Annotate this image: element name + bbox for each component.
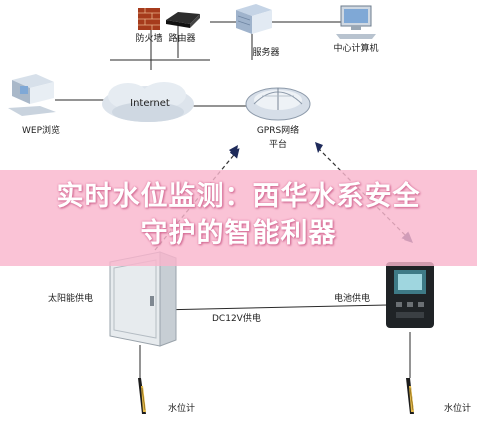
router-label: 路由器	[168, 34, 196, 44]
dc12v-label: DC12V供电	[212, 314, 261, 324]
solar-cabinet-icon	[109, 251, 177, 347]
gauge-right-label: 水位计	[444, 404, 472, 414]
gprs-label-line2: 平台	[268, 140, 288, 150]
gprs-dish-icon	[245, 87, 311, 121]
gprs-label-line1: GPRS网络	[256, 126, 300, 136]
banner-title-line1: 实时水位监测：西华水系安全	[56, 181, 421, 212]
server-label: 服务器	[252, 48, 280, 58]
water-gauge-left-icon	[138, 378, 146, 414]
router-icon	[166, 12, 200, 28]
battery-logger-icon	[386, 262, 434, 328]
wep-label: WEP浏览	[22, 126, 61, 136]
firewall-label: 防火墙	[135, 34, 163, 44]
title-banner	[0, 170, 477, 266]
internet-label: Internet	[130, 98, 170, 109]
battery-label: 电池供电	[334, 294, 371, 304]
solar-label: 太阳能供电	[48, 294, 94, 304]
wep-computer-icon	[8, 74, 56, 116]
center-computer-icon	[336, 5, 376, 39]
connection-lines	[55, 21, 411, 378]
banner-title-line2: 守护的智能利器	[140, 218, 337, 249]
internet-cloud-icon	[102, 82, 194, 122]
firewall-icon	[138, 8, 160, 30]
center-computer-label: 中心计算机	[333, 44, 379, 54]
water-gauge-right-icon	[406, 378, 414, 414]
gauge-left-label: 水位计	[168, 404, 196, 414]
server-icon	[236, 4, 272, 34]
